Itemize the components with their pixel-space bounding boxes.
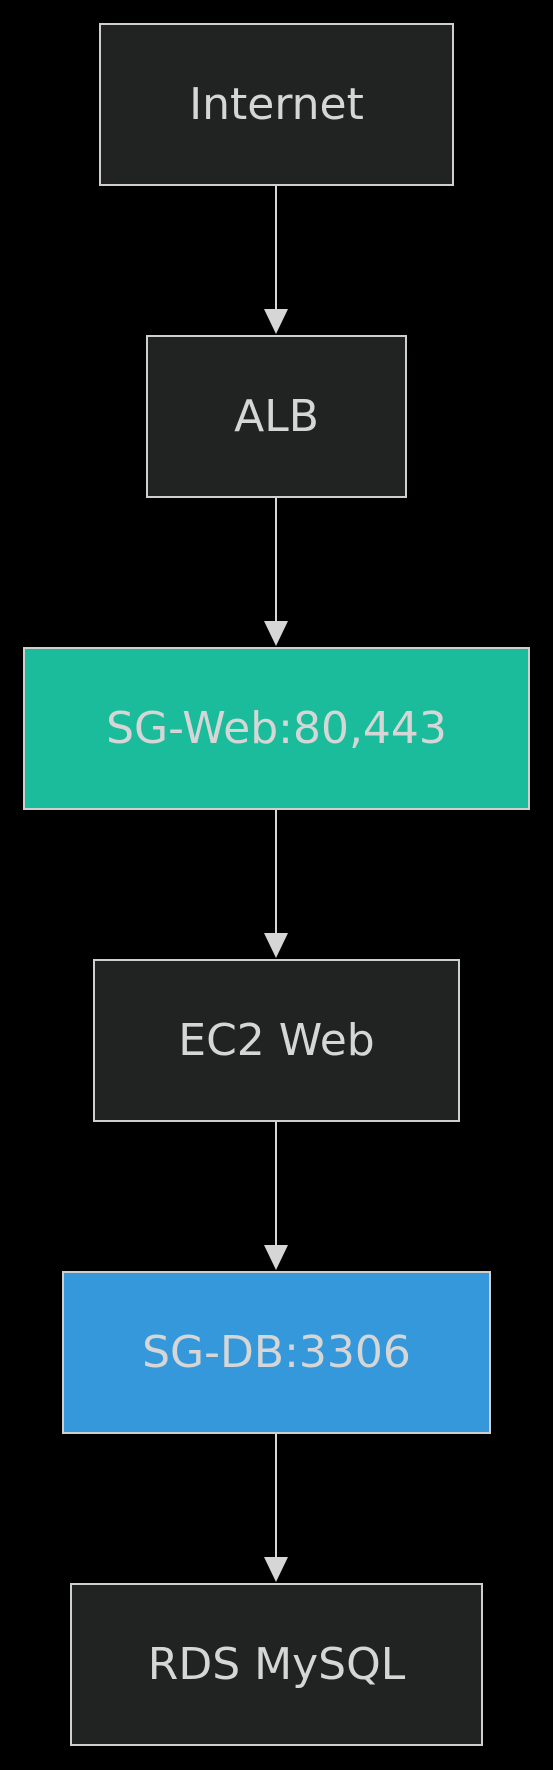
node-label-sg-db: SG-DB:3306 <box>142 1326 411 1378</box>
node-label-sg-web: SG-Web:80,443 <box>106 702 447 754</box>
node-label-internet: Internet <box>189 78 364 130</box>
node-internet: Internet <box>99 23 454 186</box>
arrowhead-sg_web-to-ec2_web <box>264 933 288 958</box>
arrowhead-ec2_web-to-sg_db <box>264 1245 288 1270</box>
arrowhead-sg_db-to-rds_mysql <box>264 1557 288 1582</box>
arrowhead-alb-to-sg_web <box>264 621 288 646</box>
node-sg-db: SG-DB:3306 <box>62 1271 491 1434</box>
node-ec2-web: EC2 Web <box>93 959 460 1122</box>
arrowhead-internet-to-alb <box>264 309 288 334</box>
node-sg-web: SG-Web:80,443 <box>23 647 530 810</box>
node-alb: ALB <box>146 335 407 498</box>
node-rds-mysql: RDS MySQL <box>70 1583 483 1746</box>
node-label-alb: ALB <box>234 390 319 442</box>
node-label-ec2-web: EC2 Web <box>178 1014 375 1066</box>
node-label-rds-mysql: RDS MySQL <box>147 1638 406 1690</box>
